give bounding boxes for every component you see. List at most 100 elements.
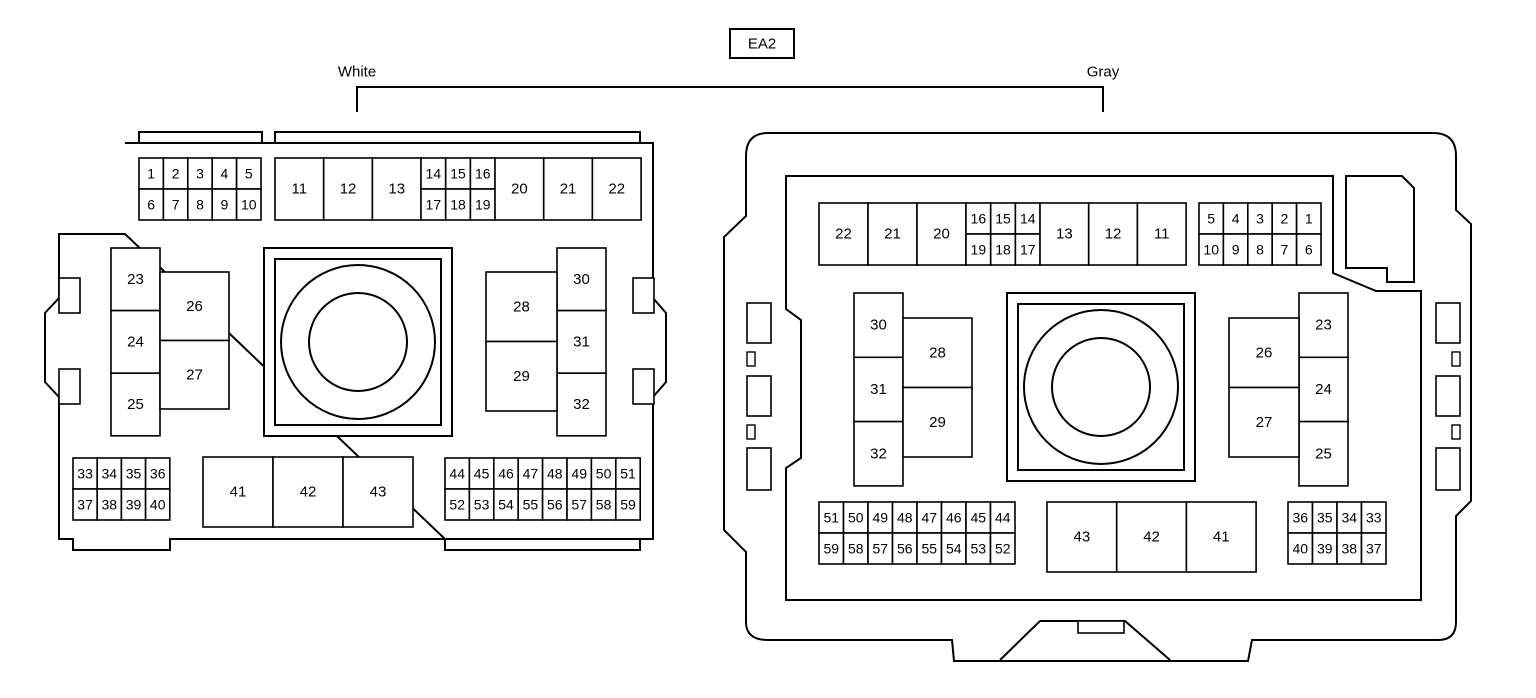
cavity-number: 49 xyxy=(571,466,587,482)
cavity-box xyxy=(853,292,904,359)
gray-bottom-tab xyxy=(1077,620,1125,634)
cavity: 22 xyxy=(818,202,869,266)
cavity-number: 43 xyxy=(370,484,387,501)
gray-housing-inner xyxy=(785,175,1422,601)
cavity-number: 12 xyxy=(1105,226,1122,243)
cavity-box xyxy=(444,188,472,221)
cavity: 28 xyxy=(902,317,973,389)
cavity: 46 xyxy=(940,501,967,534)
cavity: 25 xyxy=(110,372,161,437)
cavity-number: 52 xyxy=(995,541,1011,557)
cavity-box xyxy=(566,488,593,521)
cavity-number: 19 xyxy=(971,242,987,258)
gray-latch-left-2 xyxy=(746,351,756,367)
cavity-number: 47 xyxy=(523,466,539,482)
cavity-number: 21 xyxy=(884,226,901,243)
cavity-box xyxy=(902,386,973,458)
cavity-box xyxy=(1228,317,1300,389)
gray-latch-right-1 xyxy=(1435,302,1461,344)
cavity: 16 xyxy=(965,202,992,235)
cavity: 32 xyxy=(556,372,607,437)
cavity-number: 34 xyxy=(1341,510,1357,526)
cavity: 49 xyxy=(867,501,894,534)
cavity: 4 xyxy=(211,157,238,190)
cavity-box xyxy=(867,202,918,266)
cavity-number: 17 xyxy=(1020,242,1036,258)
cavity-number: 6 xyxy=(1305,242,1313,258)
cavity-box xyxy=(1228,386,1300,458)
cavity-number: 44 xyxy=(995,510,1011,526)
cavity-box xyxy=(842,501,869,534)
cavity: 2 xyxy=(162,157,189,190)
cavity-box xyxy=(1136,202,1187,266)
cavity-box xyxy=(1336,532,1363,565)
cavity-number: 57 xyxy=(872,541,888,557)
cavity: 46 xyxy=(492,457,519,490)
cavity: 1 xyxy=(138,157,165,190)
cavity-number: 28 xyxy=(929,344,946,361)
gray-label: Gray xyxy=(1087,64,1120,81)
cavity-number: 39 xyxy=(126,497,142,513)
cavity-number: 26 xyxy=(1256,344,1273,361)
cavity-box xyxy=(492,488,519,521)
cavity: 58 xyxy=(590,488,617,521)
white-latch-right-top xyxy=(632,277,655,314)
cavity: 1 xyxy=(1295,202,1322,235)
cavity-box xyxy=(989,532,1016,565)
cavity-number: 4 xyxy=(221,166,229,182)
cavity-number: 10 xyxy=(241,197,257,213)
cavity: 21 xyxy=(542,157,594,221)
cavity: 8 xyxy=(1247,233,1274,266)
cavity-number: 52 xyxy=(449,497,465,513)
cavity-box xyxy=(110,309,161,375)
cavity-number: 23 xyxy=(1315,317,1332,334)
cavity-box xyxy=(965,532,992,565)
cavity-number: 48 xyxy=(897,510,913,526)
white-center-bolt xyxy=(263,247,453,437)
cavity-number: 12 xyxy=(340,181,357,198)
cavity: 51 xyxy=(614,457,641,490)
cavity-number: 10 xyxy=(1203,242,1219,258)
cavity: 29 xyxy=(485,340,558,412)
cavity: 11 xyxy=(1136,202,1187,266)
cavity-number: 54 xyxy=(946,541,962,557)
cavity-box xyxy=(492,457,519,490)
cavity-number: 27 xyxy=(186,366,203,383)
cavity-number: 28 xyxy=(513,298,530,315)
cavity: 35 xyxy=(120,457,147,490)
cavity-number: 9 xyxy=(1232,242,1240,258)
cavity: 20 xyxy=(494,157,545,221)
cavity: 7 xyxy=(162,188,189,221)
cavity: 36 xyxy=(144,457,171,490)
cavity-box xyxy=(274,157,325,221)
cavity: 18 xyxy=(444,188,472,221)
cavity-number: 33 xyxy=(77,466,93,482)
cavity: 38 xyxy=(96,488,123,521)
gray-latch-left-4 xyxy=(746,424,756,440)
cavity-number: 14 xyxy=(426,166,442,182)
cavity-box xyxy=(591,157,642,221)
cavity: 24 xyxy=(1298,356,1349,423)
cavity-number: 46 xyxy=(498,466,514,482)
cavity-box xyxy=(517,457,544,490)
cavity-box xyxy=(272,456,344,528)
cavity-box xyxy=(590,488,617,521)
cavity-number: 31 xyxy=(870,381,887,398)
cavity-box xyxy=(1247,202,1274,235)
cavity-number: 5 xyxy=(245,166,253,182)
cavity: 37 xyxy=(1360,532,1387,565)
cavity: 9 xyxy=(1222,233,1249,266)
cavity: 43 xyxy=(342,456,414,528)
gray-latch-right-2 xyxy=(1451,351,1461,367)
cavity: 44 xyxy=(444,457,471,490)
cavity-number: 44 xyxy=(449,466,465,482)
cavity-number: 19 xyxy=(475,197,491,213)
cavity: 17 xyxy=(420,188,447,221)
cavity: 19 xyxy=(469,188,496,221)
cavity-box xyxy=(965,233,992,266)
cavity: 59 xyxy=(614,488,641,521)
cavity-box xyxy=(469,188,496,221)
cavity-number: 57 xyxy=(571,497,587,513)
